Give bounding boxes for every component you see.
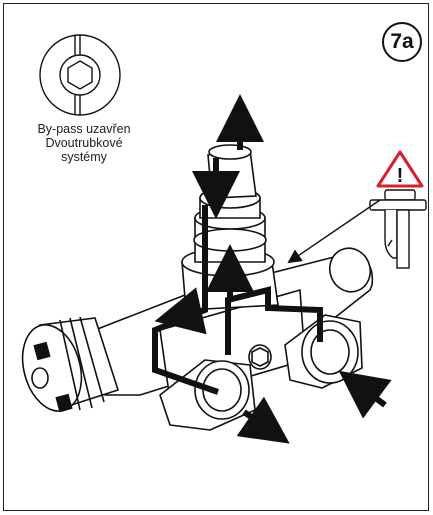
valve-insert-icon	[369, 189, 427, 269]
warning-mark: !	[397, 165, 404, 187]
caption-line-3: systémy	[61, 150, 107, 164]
valve-body	[94, 247, 374, 431]
step-number-label: 7a	[390, 30, 414, 53]
caption-line-2: Dvoutrubkové	[45, 136, 123, 150]
warning-triangle-icon: !	[376, 150, 424, 188]
step-number-badge: 7a	[382, 22, 422, 62]
caption-line-1: By-pass uzavřen	[37, 122, 131, 136]
diagram-frame	[3, 3, 429, 511]
detail-pointer-arrow	[287, 199, 381, 264]
bypass-valve-closed-icon	[39, 34, 121, 116]
flow-path-arrows	[152, 94, 392, 444]
bypass-caption: By-pass uzavřen Dvoutrubkové systémy	[18, 122, 150, 164]
bypass-cap	[21, 316, 120, 413]
